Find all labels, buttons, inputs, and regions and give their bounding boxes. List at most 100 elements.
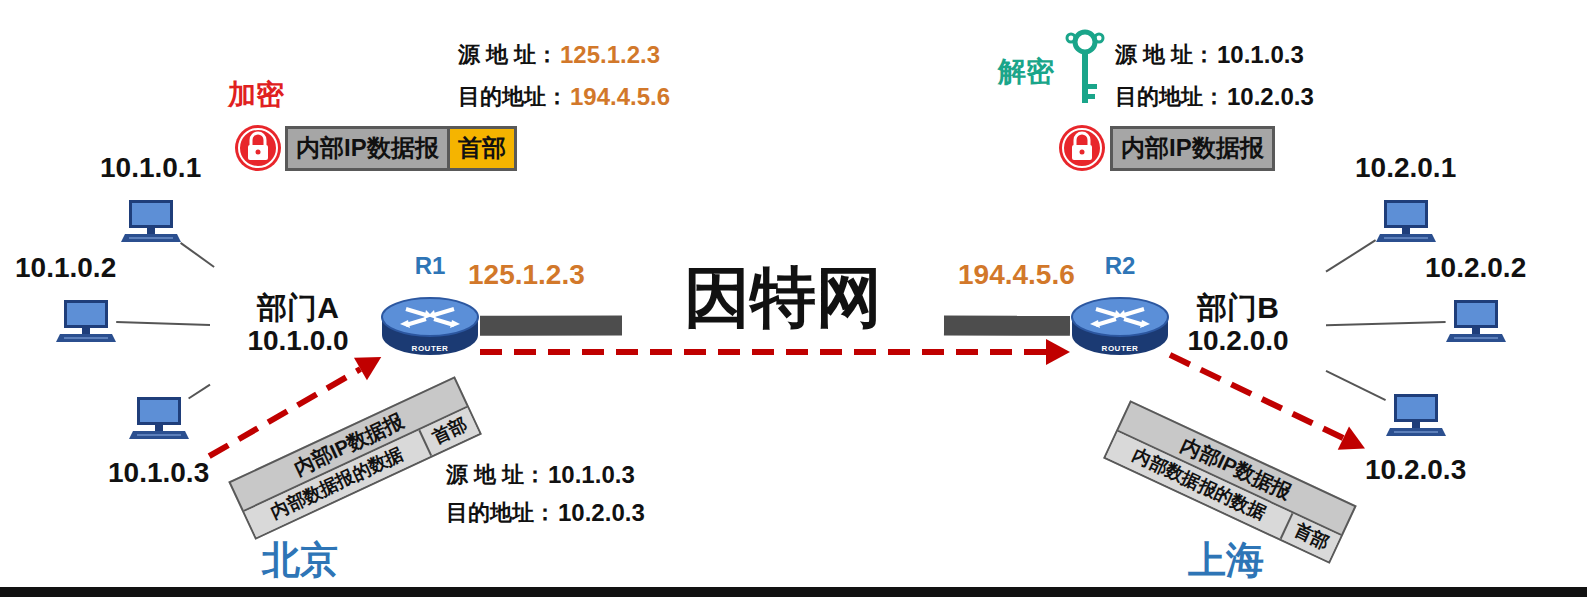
- node-text: ROUTER: [412, 345, 449, 353]
- label-text: 10.2.0.3: [1227, 83, 1314, 110]
- cloud-text: 因特网: [608, 261, 958, 335]
- connector-line: [116, 322, 210, 325]
- label-text: 目的地址：: [458, 84, 568, 109]
- node-text: R1: [415, 252, 446, 279]
- label-text: 加密: [228, 79, 284, 110]
- router-body: ROUTER: [380, 295, 480, 357]
- host-node: 10.2.0.1: [1355, 152, 1456, 244]
- label-text: 上海: [1188, 539, 1264, 581]
- connector-line: [480, 349, 1046, 355]
- host-label: 10.2.0.2: [1425, 252, 1526, 284]
- label-box: 10.1.0.3: [548, 461, 635, 490]
- connector: [116, 322, 210, 325]
- label-text: 10.2.0.3: [558, 499, 645, 526]
- host-node: 10.1.0.1: [100, 152, 201, 244]
- host-node: 10.2.0.2: [1425, 252, 1526, 344]
- connector: [1326, 240, 1376, 271]
- node-text: 部门B: [1138, 291, 1338, 325]
- packet-header-cell: 首部: [418, 408, 479, 456]
- host-node: 10.2.0.3: [1365, 392, 1466, 486]
- label-box: 194.4.5.6: [958, 258, 1075, 292]
- label-box: 目的地址：: [1115, 84, 1225, 110]
- packet-payload-box: 内部IP数据报: [285, 126, 450, 171]
- bottom-bar: [0, 587, 1587, 597]
- label-text: 10.1.0.3: [548, 461, 635, 488]
- label-box: 源 地 址：: [446, 462, 546, 488]
- label-box: 目的地址：: [446, 500, 556, 526]
- node-text: 首部: [1291, 520, 1332, 553]
- label-text: 源 地 址：: [1115, 42, 1215, 67]
- packet-box: 内部IP数据报内部数据报的数据首部: [228, 376, 481, 539]
- cloud-text: 部门A10.1.0.0: [198, 291, 398, 356]
- node-text: 部门A: [198, 291, 398, 325]
- label-text: 北京: [262, 539, 338, 581]
- key-icon: [1067, 32, 1103, 103]
- label-box: 194.4.5.6: [570, 83, 670, 112]
- label-text: 125.1.2.3: [468, 259, 585, 290]
- connector-line: [1326, 240, 1376, 271]
- connector-line: [181, 243, 215, 267]
- node-text: R2: [1105, 252, 1136, 279]
- node-text: 10.2.0.3: [1365, 454, 1466, 485]
- node-text: 内部IP数据报: [1121, 134, 1264, 161]
- cloud-text: 部门B10.2.0.0: [1138, 291, 1338, 356]
- host-label: 10.1.0.1: [100, 152, 201, 184]
- label-box: 上海: [1188, 538, 1264, 584]
- node-text: 10.2.0.2: [1425, 252, 1526, 283]
- connector: [480, 325, 622, 326]
- connector: [480, 339, 1070, 365]
- host-node: 10.1.0.2: [15, 252, 116, 344]
- packet-header-box: 首部: [447, 126, 517, 171]
- node-text: 10.1.0.1: [100, 152, 201, 183]
- connector: [181, 243, 215, 267]
- label-box: 源 地 址：: [458, 42, 558, 68]
- router-node: R1ROUTER: [380, 252, 480, 357]
- connector: [1326, 322, 1446, 325]
- node-text: 10.1.0.3: [108, 457, 209, 488]
- connector: [189, 385, 210, 399]
- arrowhead: [1046, 339, 1070, 365]
- host-label: 10.1.0.2: [15, 252, 116, 284]
- lock-icon: [235, 125, 281, 171]
- label-box: 10.1.0.3: [1217, 41, 1304, 70]
- department-cloud: 部门A10.1.0.0: [198, 255, 398, 400]
- packet-payload-box: 内部IP数据报: [1110, 126, 1275, 171]
- label-box: 源 地 址：: [1115, 42, 1215, 68]
- packet-header-cell: 首部: [1280, 513, 1341, 561]
- label-text: 目的地址：: [446, 500, 556, 525]
- node-text: 10.2.0.1: [1355, 152, 1456, 183]
- node-text: 首部: [429, 414, 470, 447]
- internet-cloud: 因特网: [608, 183, 958, 473]
- connector-line: [1326, 371, 1386, 400]
- node-text: 首部: [458, 134, 506, 161]
- node-text: 10.2.0.0: [1138, 325, 1338, 356]
- computer-icon: [129, 395, 189, 441]
- label-text: 194.4.5.6: [570, 83, 670, 110]
- label-text: 目的地址：: [1115, 84, 1225, 109]
- node-text: 10.1.0.2: [15, 252, 116, 283]
- node-text: 10.1.0.0: [198, 325, 398, 356]
- label-text: 源 地 址：: [446, 462, 546, 487]
- connector-line: [189, 385, 210, 399]
- packet-box: 内部IP数据报内部数据报的数据首部: [1103, 400, 1356, 563]
- router-name: R2: [1070, 252, 1170, 281]
- label-box: 10.2.0.3: [558, 499, 645, 528]
- connector: [944, 325, 1070, 326]
- node-text: ROUTER: [1102, 345, 1139, 353]
- computer-icon: [1376, 198, 1436, 244]
- lock-icon: [1059, 125, 1105, 171]
- computer-icon: [121, 198, 181, 244]
- connector-line: [1170, 355, 1343, 438]
- label-text: 源 地 址：: [458, 42, 558, 67]
- label-box: 125.1.2.3: [468, 258, 585, 292]
- department-cloud: 部门B10.2.0.0: [1138, 255, 1338, 400]
- label-box: 北京: [262, 538, 338, 584]
- computer-icon: [56, 298, 116, 344]
- node-text: 内部IP数据报: [296, 134, 439, 161]
- router-body: ROUTER: [1070, 295, 1170, 357]
- label-text: 10.1.0.3: [1217, 41, 1304, 68]
- connector-line: [1326, 322, 1446, 325]
- connector: [1326, 371, 1386, 400]
- host-node: 10.1.0.3: [108, 395, 209, 489]
